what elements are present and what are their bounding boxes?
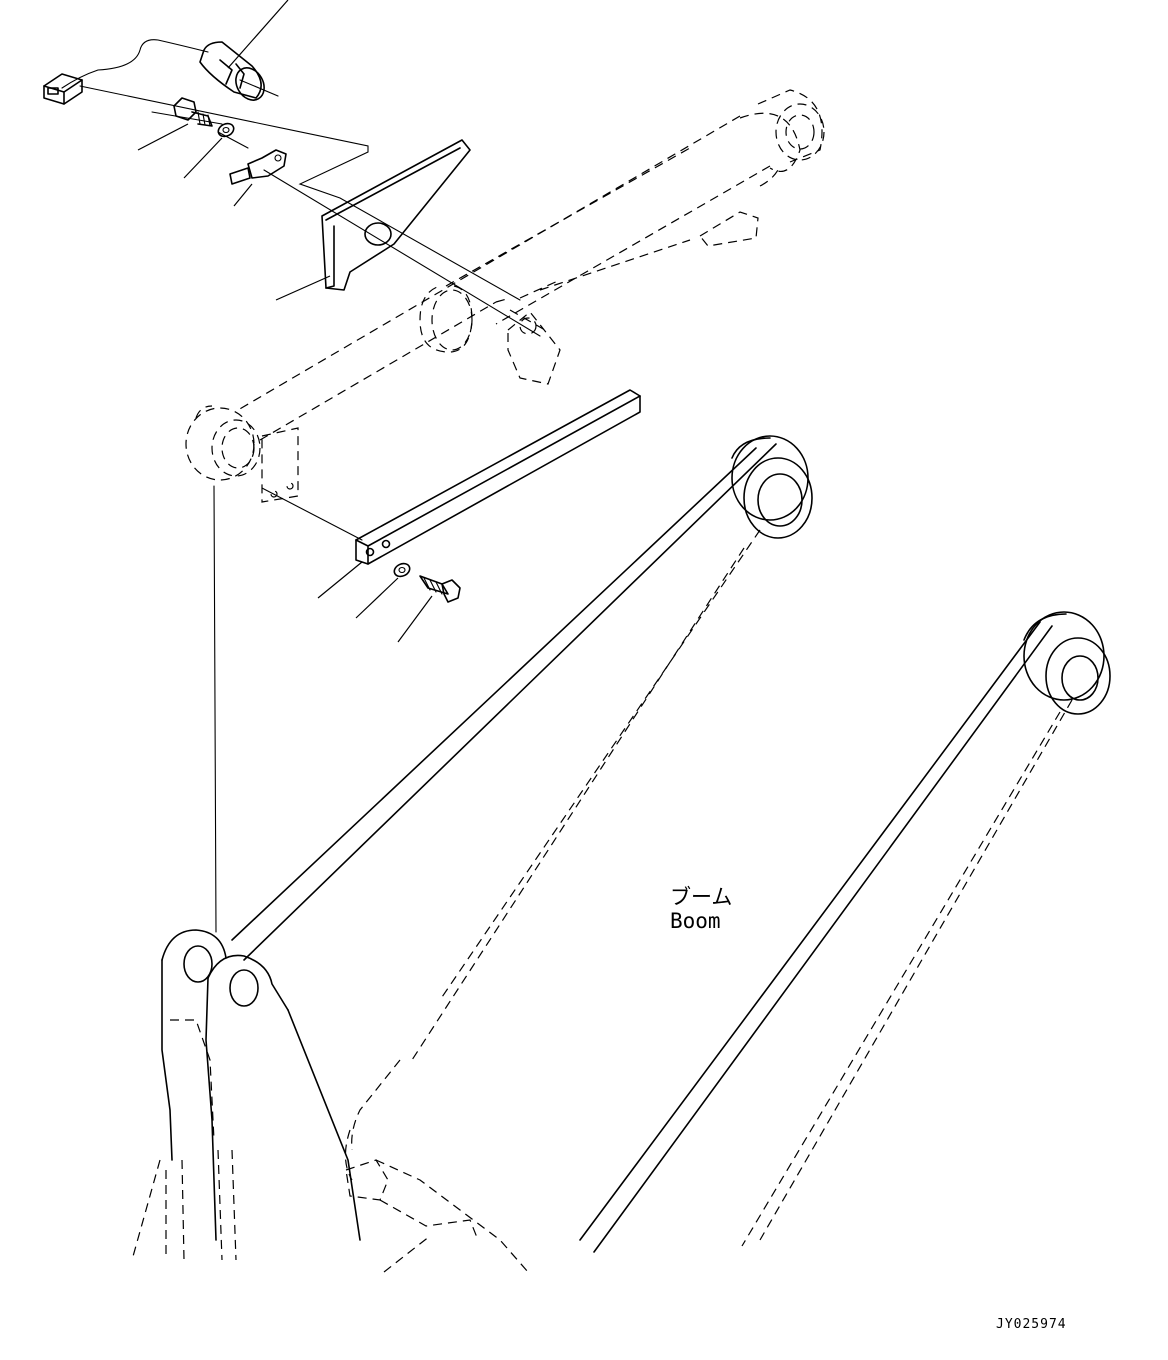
leader-lines bbox=[137, 0, 433, 643]
washer-bottom bbox=[393, 562, 411, 578]
boom-label-en: Boom bbox=[670, 909, 721, 933]
drawing-code: JY025974 bbox=[996, 1317, 1067, 1332]
plate-strip bbox=[355, 389, 641, 565]
bolt-top bbox=[173, 97, 213, 127]
boom-upper-arm bbox=[231, 435, 813, 1061]
connector-plug bbox=[43, 73, 83, 105]
hydraulic-cylinder bbox=[185, 89, 825, 503]
boom-lower-arm bbox=[579, 611, 1111, 1253]
washer-top bbox=[217, 122, 235, 138]
boom-base bbox=[131, 929, 529, 1273]
bolt-bottom bbox=[419, 575, 461, 603]
clip bbox=[229, 149, 287, 185]
bracket-plate bbox=[321, 139, 471, 291]
sensor-body bbox=[199, 41, 265, 101]
sensor-assembly bbox=[43, 39, 265, 105]
boom-label-jp: ブーム bbox=[670, 885, 732, 909]
